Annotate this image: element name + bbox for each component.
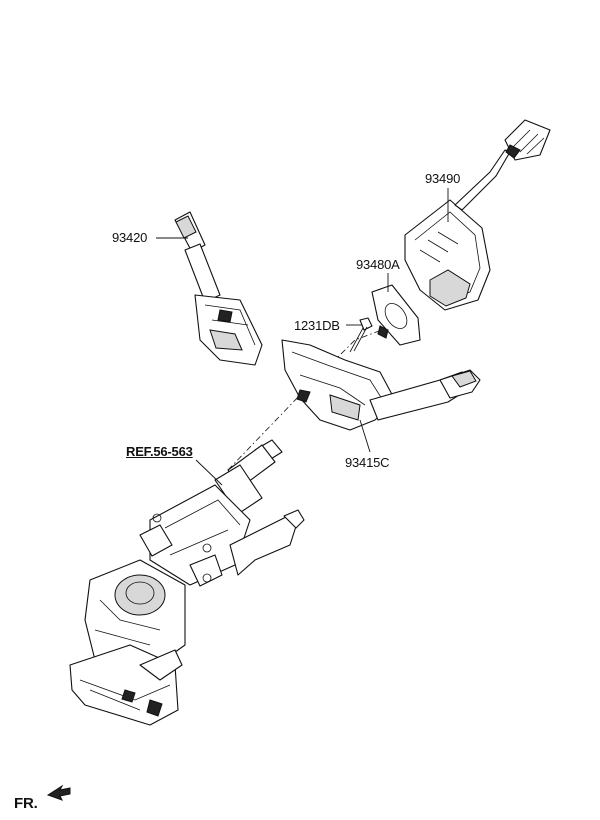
reference-label: REF.56-563 (126, 444, 193, 459)
front-direction-label: FR. (14, 795, 38, 812)
clock-spring-93490 (404, 119, 551, 311)
callout-93415c: 93415C (345, 455, 390, 470)
callout-93420: 93420 (112, 230, 148, 245)
screw-1231db (349, 317, 373, 353)
center-axis-line (227, 324, 396, 471)
leader-93415c (359, 419, 371, 453)
front-arrow-icon (46, 784, 71, 801)
cancel-plate-93480a (371, 284, 421, 346)
callout-1231db: 1231DB (294, 318, 340, 333)
leader-ref (195, 459, 223, 486)
multifunction-switch-93415c (281, 339, 481, 431)
callout-93490: 93490 (425, 171, 461, 186)
callout-93480a: 93480A (356, 257, 400, 272)
steering-column-assembly (69, 439, 305, 726)
lever-switch-93420 (174, 211, 263, 366)
